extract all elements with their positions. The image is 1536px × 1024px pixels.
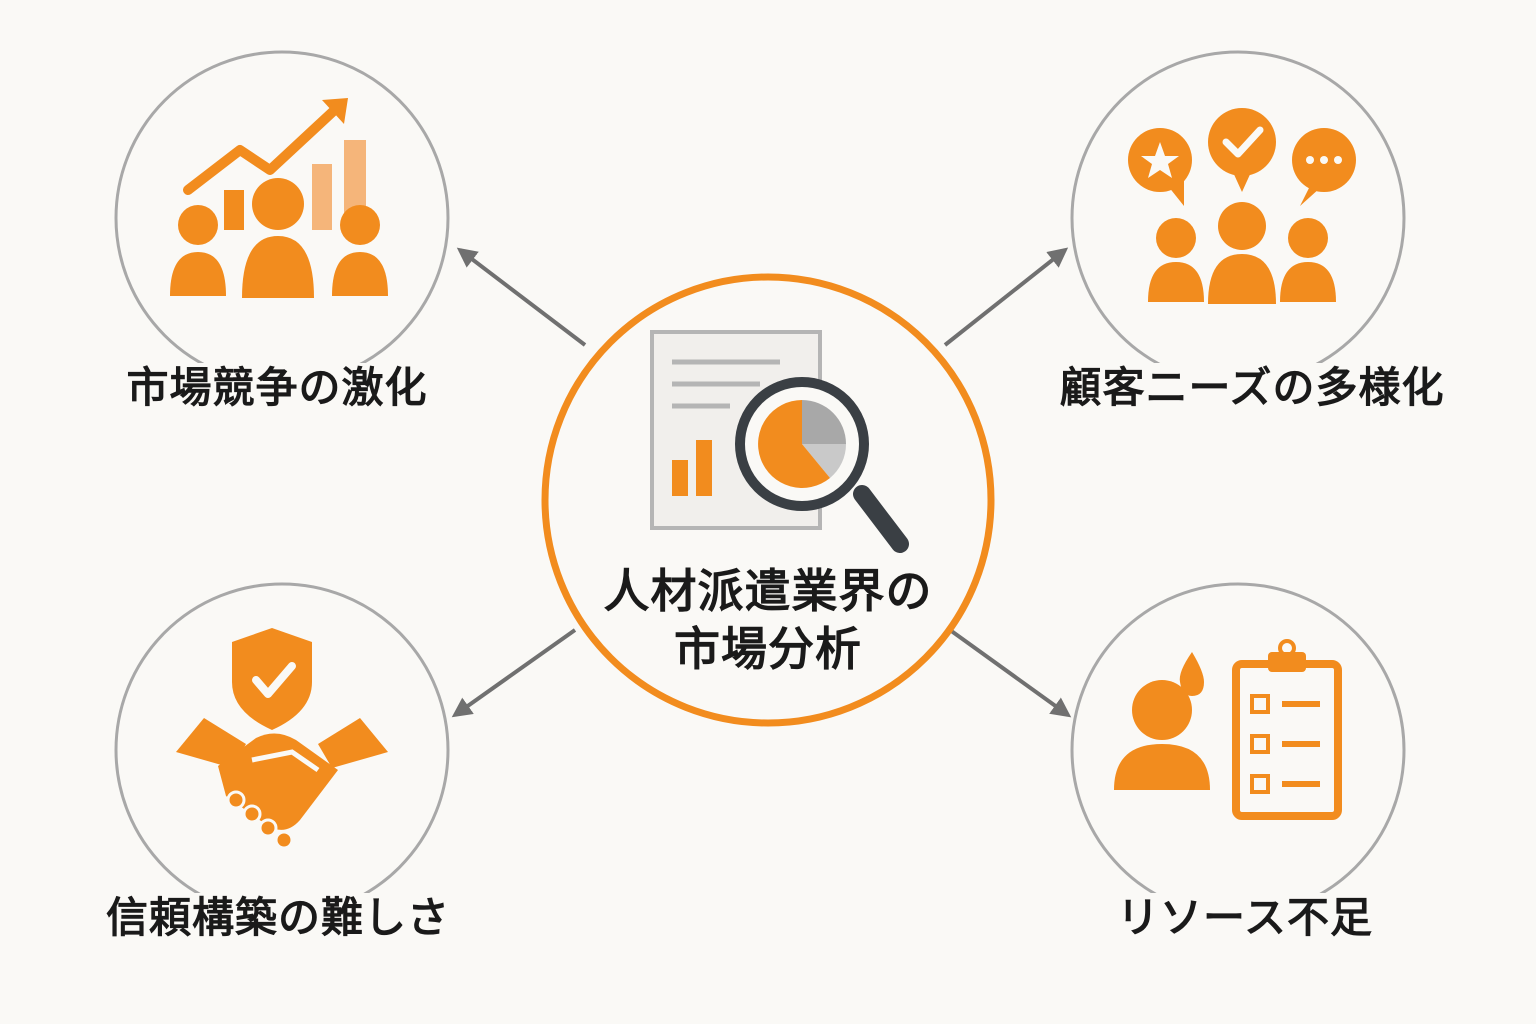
center-title: 人材派遣業界の 市場分析	[604, 562, 933, 678]
node-label-bottom-right: リソース不足	[1111, 893, 1379, 943]
arrow-to-top-right	[943, 247, 1069, 347]
node-label-bottom-left: 信頼構築の難しさ	[99, 893, 457, 943]
report-magnifier-icon	[650, 330, 909, 553]
arrow-to-bottom-right	[948, 628, 1072, 718]
resource-shortage-icon	[1114, 639, 1342, 820]
arrow-to-top-left	[456, 247, 587, 347]
node-label-top-left: 市場競争の激化	[120, 363, 434, 413]
competition-growth-icon	[170, 98, 388, 298]
arrow-to-bottom-left	[451, 628, 577, 718]
trust-handshake-icon	[176, 628, 388, 850]
customer-needs-icon	[1128, 108, 1356, 304]
center-title-line-2: 市場分析	[674, 622, 862, 676]
node-label-top-right: 顧客ニーズの多様化	[1053, 363, 1451, 413]
center-title-line-1: 人材派遣業界の	[603, 564, 933, 618]
